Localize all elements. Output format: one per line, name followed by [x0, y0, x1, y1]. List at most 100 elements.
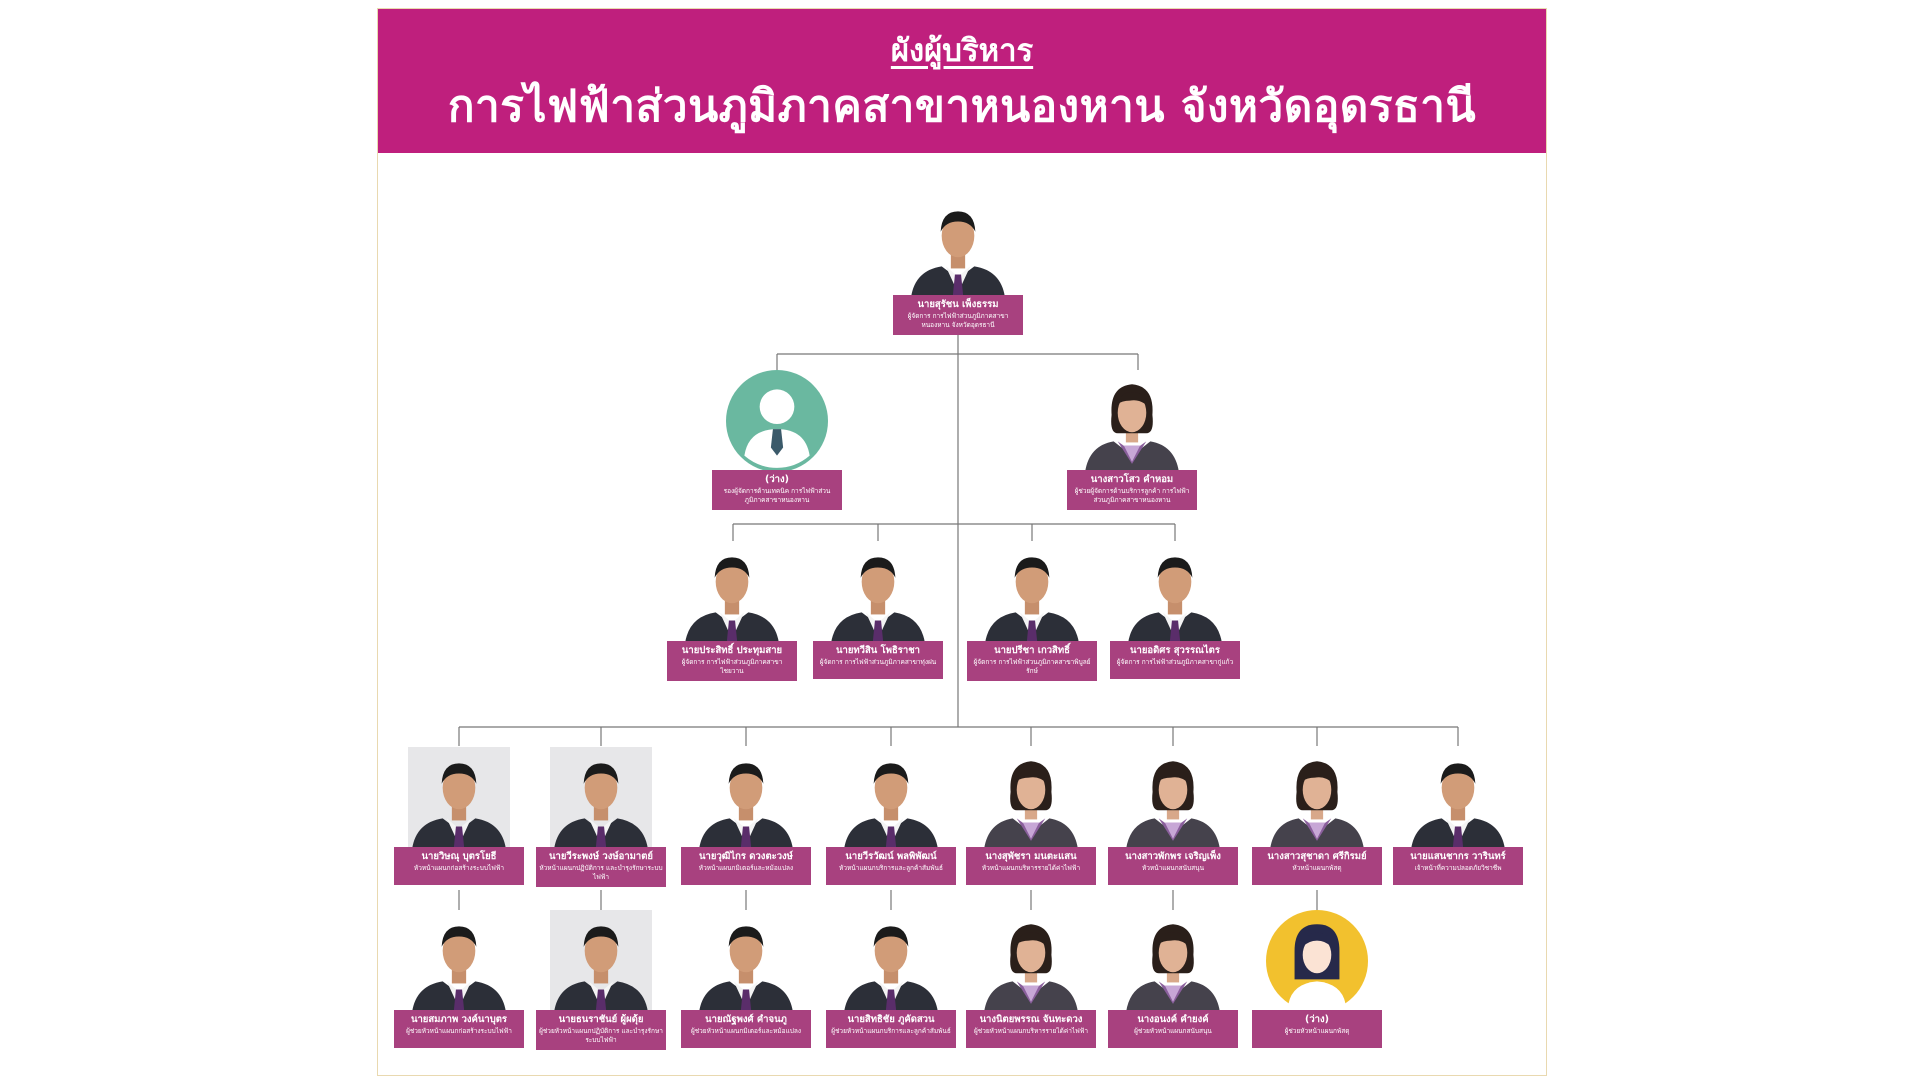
person-position: หัวหน้าแผนกมิเตอร์และหม้อแปลง: [698, 864, 794, 872]
person-name: นางอนงค์ คำยงค์: [1137, 1014, 1209, 1025]
name-label: นายวุฒิไกร ดวงตะวงษ์ หัวหน้าแผนกมิเตอร์แ…: [681, 847, 811, 885]
person-photo: [408, 910, 510, 1012]
person-position: ผู้ช่วยหัวหน้าแผนกก่อสร้างระบบไฟฟ้า: [406, 1027, 512, 1035]
name-label: นางสาวพักพร เจริญเพ็ง หัวหน้าแผนกสนับสนุ…: [1108, 847, 1238, 885]
person-position: หัวหน้าแผนกสนับสนุน: [1141, 864, 1205, 872]
male-photo-icon: [844, 926, 938, 1012]
person-photo: [550, 910, 652, 1012]
name-label: นางอนงค์ คำยงค์ ผู้ช่วยหัวหน้าแผนกสนับสน…: [1108, 1010, 1238, 1048]
person-position: ผู้ช่วยหัวหน้าแผนกพัสดุ: [1284, 1027, 1350, 1035]
name-label: (ว่าง) รองผู้จัดการด้านเทคนิค การไฟฟ้าส่…: [712, 470, 842, 510]
male-photo-icon: [554, 763, 648, 849]
female-photo-icon: [1126, 924, 1220, 1012]
org-node-l4-6: นางสาวสุชาดา ศรีกิรมย์ หัวหน้าแผนกพัสดุ: [1252, 747, 1382, 885]
male-photo-icon: [412, 763, 506, 849]
person-photo: [907, 195, 1009, 297]
person-photo: [695, 910, 797, 1012]
person-photo: [695, 747, 797, 849]
person-photo: [1124, 541, 1226, 643]
person-name: นายวุฒิไกร ดวงตะวงษ์: [699, 851, 793, 862]
name-label: นายวิษณุ บุตรโยธี หัวหน้าแผนกก่อสร้างระบ…: [394, 847, 524, 885]
org-node-manager: นายสุรัชน เพ็งธรรม ผู้จัดการ การไฟฟ้าส่ว…: [893, 195, 1023, 335]
person-position: ผู้ช่วยหัวหน้าแผนกมิเตอร์และหม้อแปลง: [690, 1027, 802, 1035]
person-position: ผู้ช่วยหัวหน้าแผนกบริหารรายได้ค่าไฟฟ้า: [974, 1027, 1088, 1035]
male-photo-icon: [699, 926, 793, 1012]
name-label: นายธนราชันย์ ผู้ผดุ้ย ผู้ช่วยหัวหน้าแผนก…: [536, 1010, 666, 1050]
org-node-l4-7: นายแสนชากร วารินทร์ เจ้าหน้าที่ความปลอดภ…: [1393, 747, 1523, 885]
person-position: ผู้จัดการ การไฟฟ้าส่วนภูมิภาคสาขาไชยวาน: [681, 658, 783, 675]
person-name: นางสาวโสว คำหอม: [1090, 474, 1174, 485]
person-position: ผู้จัดการ การไฟฟ้าส่วนภูมิภาคสาขาพิบูลย์…: [973, 658, 1091, 675]
name-label: นายสิทธิชัย ภูคัดสวน ผู้ช่วยหัวหน้าแผนกบ…: [826, 1010, 956, 1048]
org-node-l2-0: (ว่าง) รองผู้จัดการด้านเทคนิค การไฟฟ้าส่…: [712, 370, 842, 510]
name-label: นายสมภาพ วงค์นาบุตร ผู้ช่วยหัวหน้าแผนกก่…: [394, 1010, 524, 1048]
male-photo-icon: [985, 557, 1079, 643]
name-label: นางสุพัชรา มนตะแสน หัวหน้าแผนกบริหารรายไ…: [966, 847, 1096, 885]
org-node-l5-4: นางนิตยพรรณ จันทะดวง ผู้ช่วยหัวหน้าแผนกบ…: [966, 910, 1096, 1048]
header-title: การไฟฟ้าส่วนภูมิภาคสาขาหนองหาน จังหวัดอุ…: [447, 81, 1477, 132]
person-name: นางสาวสุชาดา ศรีกิรมย์: [1267, 851, 1367, 862]
org-node-l5-5: นางอนงค์ คำยงค์ ผู้ช่วยหัวหน้าแผนกสนับสน…: [1108, 910, 1238, 1048]
name-label: นายวีระพงษ์ วงษ์อามาตย์ หัวหน้าแผนกปฏิบั…: [536, 847, 666, 887]
org-node-l3-2: นายปรีชา เกวสิทธิ์ ผู้จัดการ การไฟฟ้าส่ว…: [967, 541, 1097, 681]
person-name: นายธนราชันย์ ผู้ผดุ้ย: [558, 1014, 644, 1025]
person-photo: [550, 747, 652, 849]
person-position: หัวหน้าแผนกก่อสร้างระบบไฟฟ้า: [413, 864, 505, 872]
person-name: นายอดิศร สุวรรณไตร: [1130, 645, 1220, 656]
person-position: หัวหน้าแผนกบริหารรายได้ค่าไฟฟ้า: [981, 864, 1081, 872]
person-position: ผู้ช่วยหัวหน้าแผนกปฏิบัติการ และบำรุงรัก…: [539, 1027, 663, 1044]
person-photo: [981, 541, 1083, 643]
org-node-l4-2: นายวุฒิไกร ดวงตะวงษ์ หัวหน้าแผนกมิเตอร์แ…: [681, 747, 811, 885]
name-label: นายอดิศร สุวรรณไตร ผู้จัดการ การไฟฟ้าส่ว…: [1110, 641, 1240, 679]
vacant-person-icon: [1266, 910, 1368, 1012]
header-subtitle: ผังผู้บริหาร: [890, 33, 1034, 69]
person-position: เจ้าหน้าที่ความปลอดภัยวิชาชีพ: [1414, 864, 1502, 872]
org-node-l4-0: นายวิษณุ บุตรโยธี หัวหน้าแผนกก่อสร้างระบ…: [394, 747, 524, 885]
org-node-l3-3: นายอดิศร สุวรรณไตร ผู้จัดการ การไฟฟ้าส่ว…: [1110, 541, 1240, 679]
header-banner: ผังผู้บริหาร การไฟฟ้าส่วนภูมิภาคสาขาหนอง…: [378, 9, 1546, 153]
person-photo: [726, 370, 828, 472]
male-photo-icon: [685, 557, 779, 643]
person-photo: [408, 747, 510, 849]
person-photo: [980, 747, 1082, 849]
name-label: นายทวีสิน โพธิราชา ผู้จัดการ การไฟฟ้าส่ว…: [813, 641, 943, 679]
name-label: นายประสิทธิ์ ประทุมสาย ผู้จัดการ การไฟฟ้…: [667, 641, 797, 681]
person-position: ผู้จัดการ การไฟฟ้าส่วนภูมิภาคสาขาทุ่งฝน: [819, 658, 937, 666]
org-node-l5-6: (ว่าง) ผู้ช่วยหัวหน้าแผนกพัสดุ: [1252, 910, 1382, 1048]
person-name: นายแสนชากร วารินทร์: [1410, 851, 1506, 862]
person-photo: [681, 541, 783, 643]
name-label: นายสุรัชน เพ็งธรรม ผู้จัดการ การไฟฟ้าส่ว…: [893, 295, 1023, 335]
person-photo: [1266, 747, 1368, 849]
male-photo-icon: [1411, 763, 1505, 849]
person-photo: [980, 910, 1082, 1012]
org-node-l3-1: นายทวีสิน โพธิราชา ผู้จัดการ การไฟฟ้าส่ว…: [813, 541, 943, 679]
person-name: นางนิตยพรรณ จันทะดวง: [979, 1014, 1083, 1025]
person-photo: [840, 747, 942, 849]
person-position: หัวหน้าแผนกพัสดุ: [1292, 864, 1342, 872]
male-photo-icon: [831, 557, 925, 643]
vacant-person-icon: [726, 370, 828, 472]
person-position: ผู้ช่วยหัวหน้าแผนกบริการและลูกค้าสัมพันธ…: [831, 1027, 951, 1035]
male-photo-icon: [699, 763, 793, 849]
person-name: นายวีระพงษ์ วงษ์อามาตย์: [548, 851, 653, 862]
org-node-l4-1: นายวีระพงษ์ วงษ์อามาตย์ หัวหน้าแผนกปฏิบั…: [536, 747, 666, 887]
person-position: ผู้จัดการ การไฟฟ้าส่วนภูมิภาคสาขากู่แก้ว: [1116, 658, 1234, 666]
person-name: นายสุรัชน เพ็งธรรม: [917, 299, 999, 310]
male-photo-icon: [1128, 557, 1222, 643]
org-node-l4-3: นายวีรวัฒน์ พลพิพัฒน์ หัวหน้าแผนกบริการแ…: [826, 747, 956, 885]
org-node-l3-0: นายประสิทธิ์ ประทุมสาย ผู้จัดการ การไฟฟ้…: [667, 541, 797, 681]
person-name: นายสิทธิชัย ภูคัดสวน: [847, 1014, 935, 1025]
male-photo-icon: [911, 211, 1005, 297]
person-photo: [1266, 910, 1368, 1012]
person-name: นายทวีสิน โพธิราชา: [836, 645, 920, 656]
person-position: ผู้จัดการ การไฟฟ้าส่วนภูมิภาคสาขาหนองหาน…: [907, 312, 1009, 329]
org-node-l5-2: นายณัฐพงศ์ คำจนภู ผู้ช่วยหัวหน้าแผนกมิเต…: [681, 910, 811, 1048]
person-photo: [840, 910, 942, 1012]
person-name: นายวิษณุ บุตรโยธี: [421, 851, 497, 862]
person-position: หัวหน้าแผนกปฏิบัติการ และบำรุงรักษาระบบไ…: [539, 864, 663, 881]
org-node-l4-4: นางสุพัชรา มนตะแสน หัวหน้าแผนกบริหารรายไ…: [966, 747, 1096, 885]
person-name: (ว่าง): [765, 474, 789, 485]
female-photo-icon: [984, 761, 1078, 849]
name-label: นายปรีชา เกวสิทธิ์ ผู้จัดการ การไฟฟ้าส่ว…: [967, 641, 1097, 681]
person-photo: [1122, 910, 1224, 1012]
